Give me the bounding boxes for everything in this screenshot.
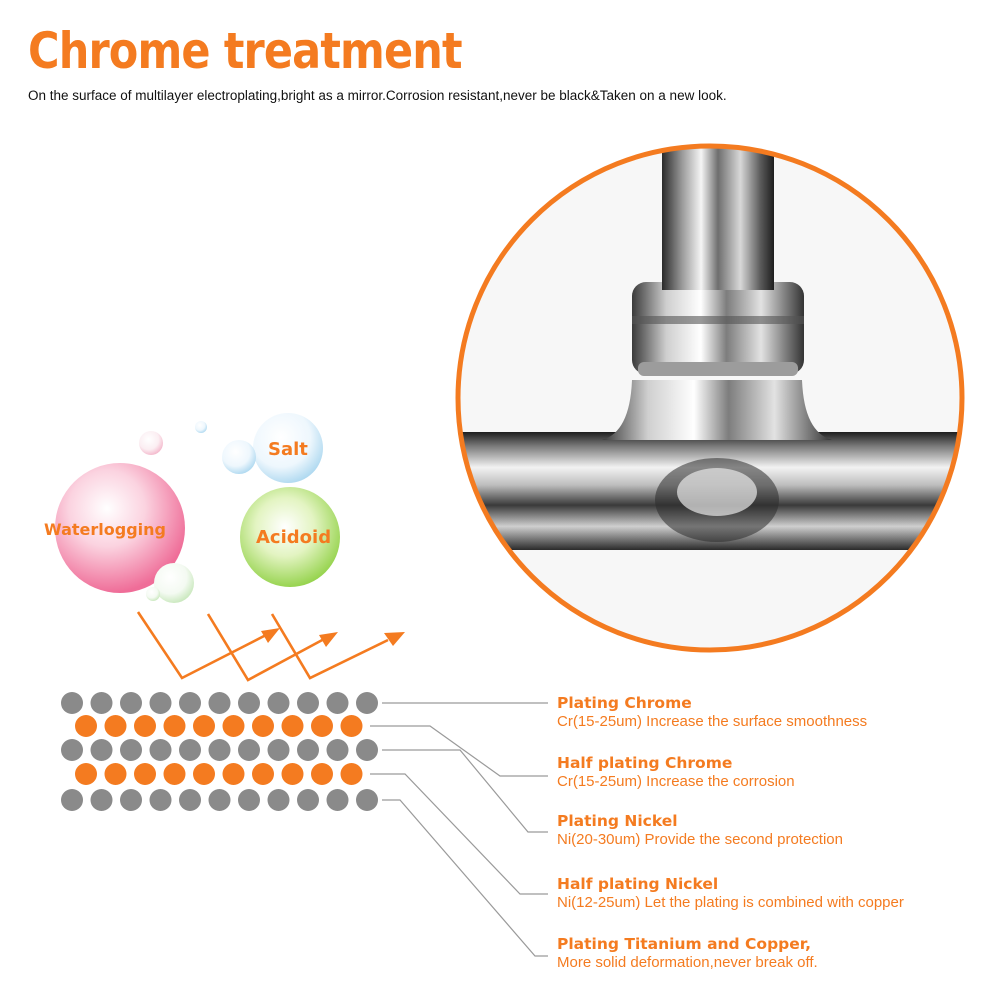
layer-1-dot [208,692,231,714]
layer-3-dot [238,739,260,761]
layer-2-dot [222,715,245,737]
layer-4-dot [104,763,127,785]
layer-3-dot [120,739,142,761]
layer-3-dot [90,739,113,761]
layer-1-dot [179,692,201,714]
layer-4-title: Half plating Nickel [557,875,719,893]
page-title: Chrome treatment [28,22,463,80]
corrosion-bubbles [55,413,340,603]
layer-2-dot [281,715,304,737]
page-subtitle: On the surface of multilayer electroplat… [28,88,727,103]
layer-1-title: Plating Chrome [557,694,692,712]
layer-2-dot [75,715,97,737]
layer-1-dot [90,692,113,714]
layer-5-dot [297,789,319,811]
plating-layers-diagram [61,692,548,957]
layer-5-dot [238,789,260,811]
layer-3-dot [179,739,201,761]
layer-1-dot [267,692,290,714]
layer-3-dot [149,739,172,761]
layer-1-dot [326,692,349,714]
layer-4-dot [252,763,274,785]
layer-2-dot [104,715,127,737]
layer-5-dot [356,789,378,811]
salt-label: Salt [268,439,308,460]
layer-2-desc: Cr(15-25um) Increase the corrosion [557,773,795,790]
layer-1-dot [238,692,260,714]
leader-line-3 [382,749,548,833]
layer-1-dot [61,692,83,714]
layer-1-desc: Cr(15-25um) Increase the surface smoothn… [557,713,868,730]
layer-5-dot [179,789,201,811]
leader-line-4 [370,773,548,895]
acidoid-bubble [240,487,340,587]
attack-arrows [136,611,405,682]
layer-5-dot [90,789,113,811]
layer-3-dot [297,739,319,761]
layer-5-dot [120,789,142,811]
layer-3-desc: Ni(20-30um) Provide the second protectio… [557,831,843,848]
layer-1-dot [120,692,142,714]
layer-5-dot [208,789,231,811]
layer-3-dot [208,739,231,761]
layer-4-dot [281,763,304,785]
layer-4-dot [163,763,186,785]
layer-2-title: Half plating Chrome [557,754,733,772]
layer-2-dot [311,715,333,737]
layer-5-title: Plating Titanium and Copper, [557,935,812,953]
layer-2-dot [252,715,274,737]
layer-4-dot [193,763,215,785]
layer-5-dot [61,789,83,811]
acidoid-label: Acidoid [256,527,332,548]
layer-4-dot [75,763,97,785]
layer-3-title: Plating Nickel [557,812,678,830]
waterlogging-bubble [55,463,185,593]
layer-5-desc: More solid deformation,never break off. [557,954,818,971]
layer-5-dot [267,789,290,811]
salt-bubble [253,413,323,483]
layer-5-dot [149,789,172,811]
layer-1-dot [297,692,319,714]
layer-2-dot [134,715,156,737]
layer-3-dot [61,739,83,761]
layer-2-dot [163,715,186,737]
chrome-pipe-closeup [455,143,965,653]
layer-4-dot [222,763,245,785]
layer-3-dot [326,739,349,761]
layer-4-dot [340,763,363,785]
layer-1-dot [149,692,172,714]
leader-line-2 [370,725,548,777]
layer-3-dot [356,739,378,761]
layer-1-dot [356,692,378,714]
layer-4-desc: Ni(12-25um) Let the plating is combined … [557,894,904,911]
layer-2-dot [340,715,363,737]
leader-line-5 [382,799,548,957]
layer-4-dot [134,763,156,785]
layer-3-dot [267,739,290,761]
layer-4-dot [311,763,333,785]
layer-5-dot [326,789,349,811]
layer-2-dot [193,715,215,737]
waterlogging-label: Waterlogging [44,520,166,539]
